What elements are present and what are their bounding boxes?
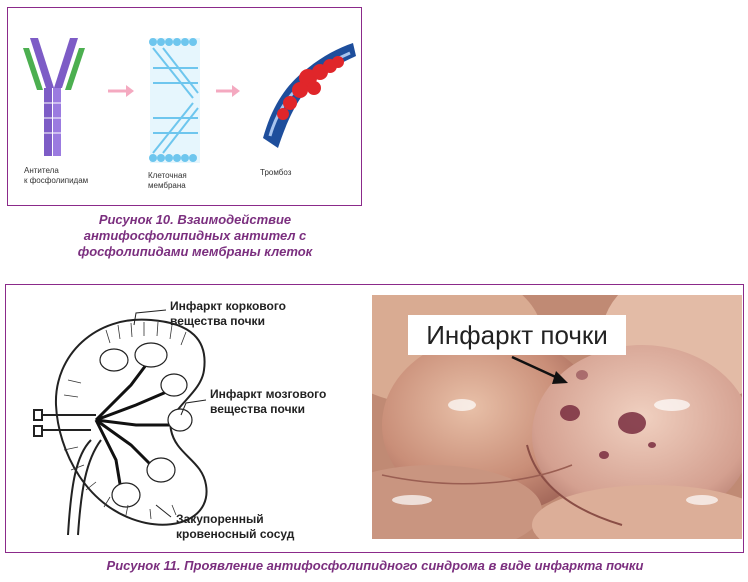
cortex-infarct-label: Инфаркт коркового вещества почки bbox=[170, 299, 286, 328]
figure-10-caption: Рисунок 10. Взаимодействие антифосфолипи… bbox=[77, 212, 313, 259]
kidney-diagram bbox=[33, 309, 208, 536]
figure-10-illustration bbox=[23, 38, 356, 163]
figure-11-panel: Инфаркт коркового вещества почки Инфаркт… bbox=[5, 284, 744, 553]
thrombosis-vessel-icon bbox=[263, 43, 356, 148]
cell-membrane-icon bbox=[149, 38, 200, 163]
medulla-infarct-label: Инфаркт мозгового вещества почки bbox=[210, 387, 327, 416]
arrow-right-icon bbox=[108, 85, 134, 97]
leader-lines bbox=[133, 309, 207, 518]
renal-vessels bbox=[33, 409, 102, 536]
membrane-label: Клеточная мембрана bbox=[148, 171, 187, 190]
infarct-spots bbox=[560, 370, 656, 459]
arrow-pointer-icon bbox=[511, 355, 568, 384]
antibody-label: Антитела к фосфолипидам bbox=[24, 166, 89, 185]
vessel-tree bbox=[94, 364, 176, 491]
figure-11-caption: Рисунок 11. Проявление антифосфолипидног… bbox=[106, 558, 644, 573]
figure-10-panel: Антитела к фосфолипидам Клеточная мембра… bbox=[7, 7, 362, 206]
occluded-vessel-label: Закупоренный кровеносный сосуд bbox=[176, 512, 295, 541]
thrombosis-label: Тромбоз bbox=[260, 168, 292, 177]
kidney-infarct-photo: Инфаркт почки bbox=[372, 295, 742, 539]
cortex-striations bbox=[63, 321, 187, 520]
renal-pyramids bbox=[99, 342, 193, 508]
arrow-right-icon bbox=[216, 85, 240, 97]
photo-label: Инфаркт почки bbox=[408, 315, 626, 355]
antibody-icon bbox=[23, 38, 85, 156]
kidney-outline bbox=[54, 318, 208, 526]
